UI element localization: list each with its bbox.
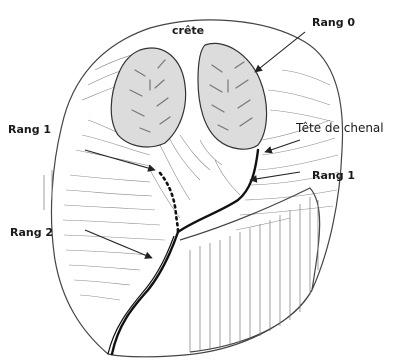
left-margin-lines	[44, 170, 52, 210]
rank1-left-label: Rang 1	[8, 123, 51, 136]
left-grey-patch	[111, 48, 185, 147]
rank2-arrow	[85, 230, 152, 258]
rank1-right-label: Rang 1	[312, 169, 355, 182]
rank2-label: Rang 2	[10, 226, 53, 239]
rank0-label: Rang 0	[312, 16, 355, 29]
valley-vertical-hatching	[180, 188, 320, 352]
rank0-arrow	[255, 32, 305, 72]
right-grey-patch	[198, 43, 267, 149]
crest-label: crête	[172, 24, 204, 37]
channel-head-arrow	[265, 140, 300, 152]
channel-head-label: Tête de chenal	[295, 121, 384, 135]
rank1-left-arrow	[85, 150, 155, 170]
basin-outline	[51, 20, 342, 357]
rank1-right-arrow	[250, 172, 300, 180]
